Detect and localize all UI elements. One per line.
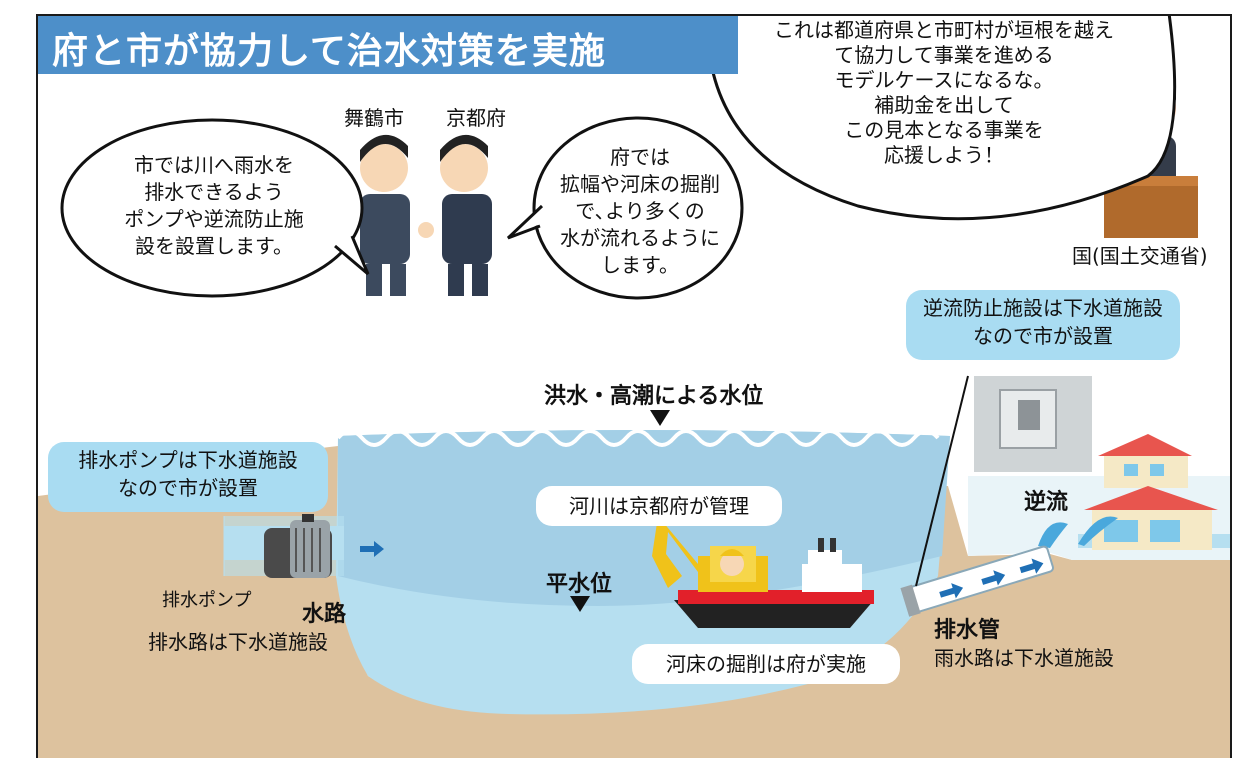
label-drainpipe: 排水管 [934,618,1001,643]
label-drainpipe-note: 雨水路は下水道施設 [934,646,1114,670]
title-bar: 府と市が協力して治水対策を実施 [38,16,738,74]
diagram-frame: 府と市が協力して治水対策を実施 市では川へ雨水を 排水できるよう ポンプや逆流防… [36,14,1232,758]
nation-bubble [705,16,1177,221]
excavator-boat [652,516,874,628]
label-flood-level: 洪水・高潮による水位 [544,384,764,409]
city-speech: 市では川へ雨水を 排水できるよう ポンプや逆流防止施 設を設置します。 [124,153,304,258]
officials-illustration [360,134,492,296]
normal-level-marker [570,596,590,612]
callout-backflow: 逆流防止施設は下水道施設 なので市が設置 [906,290,1180,360]
label-normal-level: 平水位 [546,572,613,597]
label-backflow: 逆流 [1024,490,1069,515]
label-maizuru: 舞鶴市 [344,106,404,130]
nation-speech: これは都道府県と市町村が垣根を越え て協力して事業を進める モデルケースになるな… [774,18,1114,167]
leader-line [915,375,969,587]
callout-pump: 排水ポンプは下水道施設 なので市が設置 [48,442,328,512]
label-channel-note: 排水路は下水道施設 [148,630,328,654]
pref-bubble [532,116,744,300]
backflow-splash [1038,516,1118,548]
drain-pipe [900,545,1054,617]
pref-speech: 府では 拡幅や河床の掘削 で､より多くの 水が流れるように します。 [560,145,720,277]
label-pump: 排水ポンプ [162,590,252,611]
flood-level-marker [650,410,670,426]
label-channel: 水路 [302,602,347,627]
label-kyoto: 京都府 [446,106,506,130]
label-nation: 国(国土交通省) [1072,244,1208,268]
pump-illustration [264,514,332,578]
wave-line [336,429,940,447]
house-illustration [1084,434,1218,550]
callout-riverbed: 河床の掘削は府が実施 [632,644,900,684]
page-title: 府と市が協力して治水対策を実施 [52,31,606,72]
city-bubble [60,118,364,298]
callout-river: 河川は京都府が管理 [536,486,782,526]
